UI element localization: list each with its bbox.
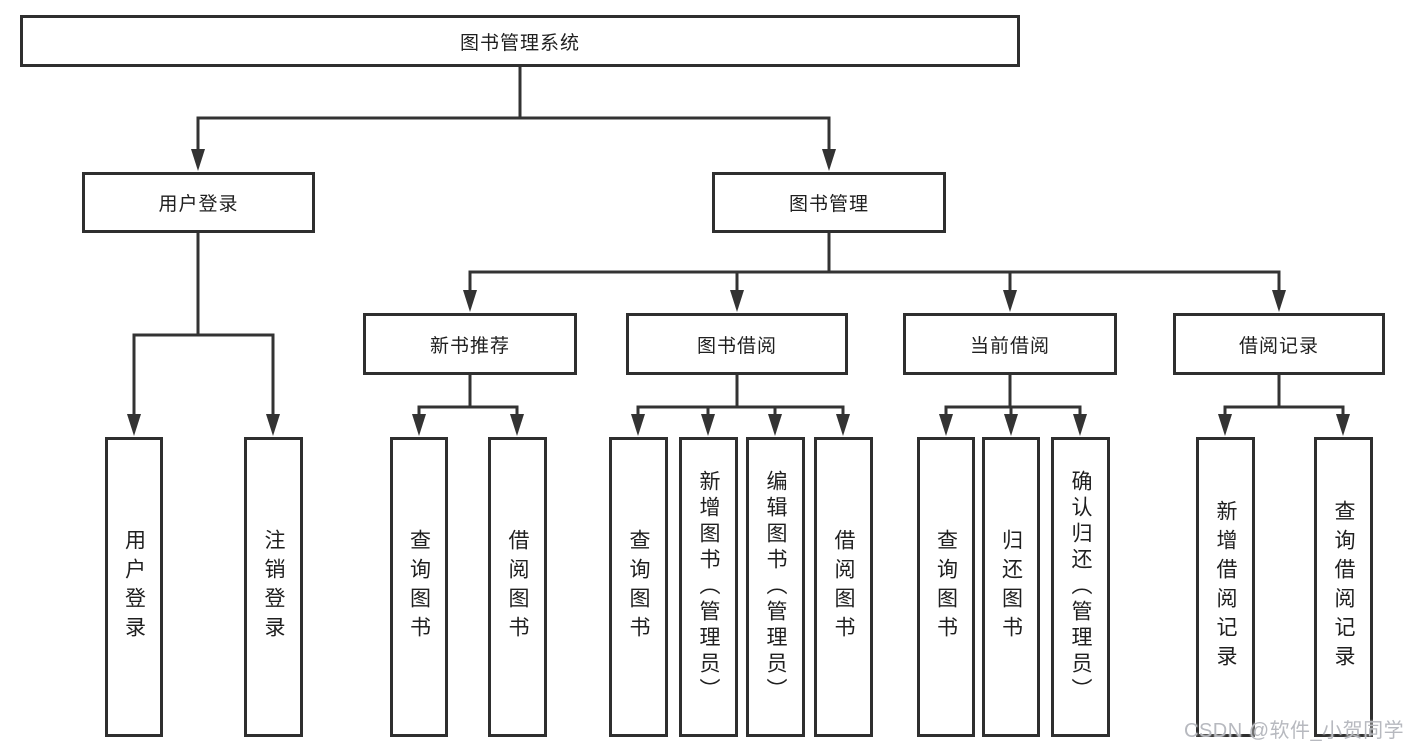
arrowhead-icon [768, 414, 782, 436]
leaf-label: 查询图书 [934, 529, 958, 645]
leaf-label: 借阅图书 [506, 529, 529, 645]
leaf-label: 编辑图书（管理员） [764, 470, 787, 704]
leaf-label: 查询图书 [627, 529, 650, 645]
leaf-borrow-query-books: 查询图书 [609, 437, 668, 737]
arrowhead-icon [1336, 414, 1350, 436]
arrowhead-icon [1073, 414, 1087, 436]
tree-connector-path [132, 64, 1345, 420]
leaf-current-query-books: 查询图书 [917, 437, 975, 737]
node-root-system: 图书管理系统 [20, 15, 1020, 67]
arrowhead-icon [836, 414, 850, 436]
leaf-logout: 注销登录 [244, 437, 303, 737]
leaf-user-login: 用户登录 [105, 437, 163, 737]
node-label: 新书推荐 [429, 335, 510, 357]
node-label: 图书管理 [788, 194, 869, 215]
node-label: 当前借阅 [969, 335, 1050, 357]
arrowhead-icon [266, 414, 280, 436]
node-book-borrowing: 图书借阅 [626, 313, 848, 375]
leaf-label: 归还图书 [999, 529, 1023, 645]
leaf-records-query-record: 查询借阅记录 [1314, 437, 1373, 737]
leaf-records-add-record: 新增借阅记录 [1196, 437, 1255, 737]
arrowhead-icon [1218, 414, 1232, 436]
leaf-rec-query-books: 查询图书 [390, 437, 448, 737]
arrowhead-icon [701, 414, 715, 436]
arrowhead-icon [191, 149, 205, 171]
node-label: 用户登录 [158, 194, 239, 215]
arrowhead-icon [127, 414, 141, 436]
leaf-label: 查询借阅记录 [1332, 500, 1355, 674]
leaf-label: 新增借阅记录 [1214, 500, 1237, 674]
arrowhead-icon [510, 414, 524, 436]
arrowhead-icon [1004, 414, 1018, 436]
csdn-watermark: CSDN @软件_小贺同学 [1184, 720, 1405, 742]
node-borrow-records: 借阅记录 [1173, 313, 1385, 375]
leaf-label: 新增图书（管理员） [697, 470, 720, 704]
leaf-borrow-add-books-admin: 新增图书（管理员） [679, 437, 738, 737]
leaf-current-return-books: 归还图书 [982, 437, 1040, 737]
node-book-management: 图书管理 [712, 172, 946, 233]
arrowhead-icon [1272, 290, 1286, 312]
arrowhead-icon [1003, 290, 1017, 312]
leaf-borrow-edit-books-admin: 编辑图书（管理员） [746, 437, 805, 737]
leaf-label: 注销登录 [262, 529, 285, 645]
node-label: 借阅记录 [1238, 335, 1319, 357]
arrowhead-icon [939, 414, 953, 436]
arrowhead-icon [730, 290, 744, 312]
arrowhead-icon [631, 414, 645, 436]
node-label: 图书管理系统 [459, 32, 580, 54]
node-user-login: 用户登录 [82, 172, 315, 233]
leaf-current-confirm-return-admin: 确认归还（管理员） [1051, 437, 1110, 737]
leaf-label: 借阅图书 [832, 529, 855, 645]
leaf-label: 用户登录 [122, 529, 146, 645]
leaf-rec-borrow-books: 借阅图书 [488, 437, 547, 737]
arrowhead-icon [412, 414, 426, 436]
leaf-label: 查询图书 [407, 529, 431, 645]
leaf-label: 确认归还（管理员） [1069, 470, 1092, 704]
node-label: 图书借阅 [696, 335, 777, 357]
leaf-borrow-borrow-books: 借阅图书 [814, 437, 873, 737]
arrowhead-icon [463, 290, 477, 312]
arrowhead-icon [822, 149, 836, 171]
node-new-book-recommend: 新书推荐 [363, 313, 577, 375]
node-current-borrowing: 当前借阅 [903, 313, 1117, 375]
